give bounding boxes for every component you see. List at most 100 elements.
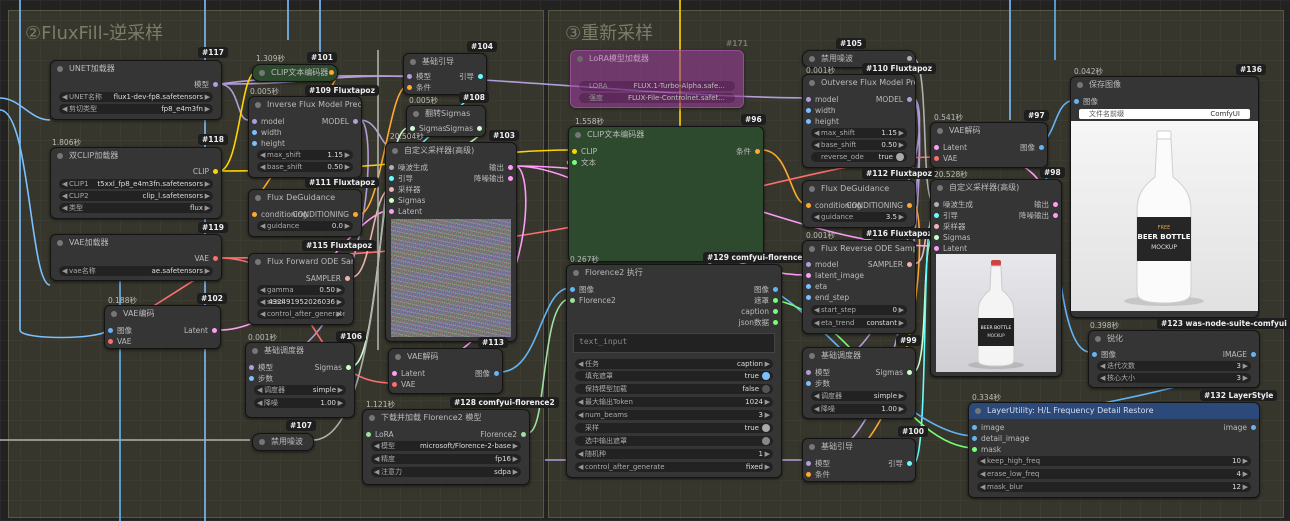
output-denoised-socket[interactable]: [508, 176, 513, 181]
input-sampler-socket[interactable]: [389, 187, 394, 192]
input-image-socket[interactable]: [108, 328, 113, 333]
output-model-socket[interactable]: [907, 97, 912, 102]
output-guider-socket[interactable]: [907, 461, 912, 466]
output-latent-socket[interactable]: [212, 328, 217, 333]
input-model-socket[interactable]: [806, 97, 811, 102]
input-sigmas-socket[interactable]: [389, 198, 394, 203]
input-height-socket[interactable]: [806, 119, 811, 124]
output-socket[interactable]: [1053, 202, 1058, 207]
output-mask-socket[interactable]: [773, 298, 778, 303]
output-image-socket[interactable]: [1039, 145, 1044, 150]
output-caption-socket[interactable]: [773, 309, 778, 314]
input-conditioning-socket[interactable]: [806, 203, 811, 208]
output-florence2-socket[interactable]: [521, 432, 526, 437]
node-custom-sampler-advanced[interactable]: 自定义采样器(高级) 噪波生成输出 引导降噪输出 采样器 Sigmas Late…: [385, 142, 517, 342]
input-model-socket[interactable]: [252, 119, 257, 124]
input-guider-socket[interactable]: [389, 176, 394, 181]
input-lora-socket[interactable]: [366, 432, 371, 437]
input-conditioning-socket[interactable]: [806, 472, 811, 477]
input-eta-socket[interactable]: [806, 284, 811, 289]
input-height-socket[interactable]: [252, 141, 257, 146]
output-model-socket[interactable]: [213, 82, 218, 87]
input-latent-image-socket[interactable]: [806, 273, 811, 278]
output-conditioning-socket[interactable]: [755, 149, 760, 154]
output-sampler-socket[interactable]: [907, 262, 912, 267]
input-clip-socket[interactable]: [572, 149, 577, 154]
node-custom-sampler-advanced-2[interactable]: 自定义采样器(高级) 噪波生成输出 引导降噪输出 采样器 Sigmas Late…: [930, 179, 1062, 377]
input-steps-socket[interactable]: [249, 376, 254, 381]
input-image-socket[interactable]: [1074, 99, 1079, 104]
input-width-socket[interactable]: [252, 130, 257, 135]
text-input-area[interactable]: text_input: [573, 333, 775, 353]
output-mask-select-widget[interactable]: 选中输出遮罩: [575, 436, 773, 446]
input-latent-socket[interactable]: [934, 246, 939, 251]
output-denoised-socket[interactable]: [1053, 213, 1058, 218]
input-image-socket[interactable]: [972, 425, 977, 430]
output-sampler-socket[interactable]: [345, 276, 350, 281]
input-mask-socket[interactable]: [972, 447, 977, 452]
node-disable-noise-collapsed[interactable]: 禁用噪波: [252, 433, 314, 451]
output-image-socket[interactable]: [1251, 352, 1256, 357]
output-image-socket[interactable]: [494, 371, 499, 376]
input-model-socket[interactable]: [806, 262, 811, 267]
node-hl-frequency-detail-restore[interactable]: LayerUtility: H/L Frequency Detail Resto…: [968, 402, 1260, 498]
node-clip-text-encode-collapsed[interactable]: CLIP文本编码器: [252, 64, 338, 82]
input-width-socket[interactable]: [806, 108, 811, 113]
output-clip-socket[interactable]: [213, 169, 218, 174]
input-sigmas-socket[interactable]: [934, 235, 939, 240]
input-sampler-socket[interactable]: [934, 224, 939, 229]
input-model-socket[interactable]: [806, 370, 811, 375]
output-vae-socket[interactable]: [213, 256, 218, 261]
input-latent-socket[interactable]: [934, 145, 939, 150]
input-latent-socket[interactable]: [392, 371, 397, 376]
input-sigmas-socket[interactable]: [410, 126, 415, 131]
input-model-socket[interactable]: [407, 74, 412, 79]
input-florence2-socket[interactable]: [570, 298, 575, 303]
output-model-socket[interactable]: [353, 119, 358, 124]
input-conditioning-socket[interactable]: [252, 212, 257, 217]
output-image-socket[interactable]: [1251, 425, 1256, 430]
input-model-socket[interactable]: [806, 461, 811, 466]
node-flux-forward-ode-sampler[interactable]: Flux Forward ODE Sampler SAMPLER ◀gamma0…: [248, 253, 354, 325]
control-after-generate-widget[interactable]: ◀control_after_generate▶: [257, 309, 345, 319]
